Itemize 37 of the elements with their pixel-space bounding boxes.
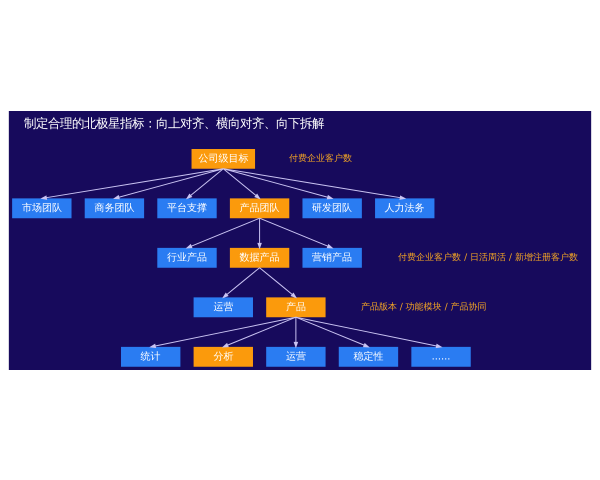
arrow — [186, 217, 260, 248]
arrow — [222, 168, 334, 199]
node-box: 产品团队 — [230, 198, 290, 218]
node-box: 稳定性 — [338, 346, 398, 366]
node-box: 运营 — [266, 346, 326, 366]
node-box: 产品 — [266, 296, 326, 317]
arrow — [40, 168, 224, 200]
node-box: 市场团队 — [12, 198, 72, 218]
node-box: 平台支撑 — [157, 198, 217, 218]
label: 产品版本 / 功能模块 / 产品协同 — [360, 302, 487, 312]
arrow — [149, 316, 296, 348]
arrow — [259, 266, 298, 298]
node-box: 商务团队 — [84, 198, 144, 218]
label: 付费企业客户数 — [289, 154, 352, 164]
node-box: 公司级目标 — [192, 148, 256, 168]
node-box: 行业产品 — [157, 247, 217, 268]
arrow — [222, 266, 260, 298]
label: 付费企业客户数 / 日活周活 / 新增注册客户数 — [398, 252, 578, 263]
node-box: 人力法务 — [375, 198, 434, 218]
node-box: 研发团队 — [302, 198, 362, 218]
arrow — [294, 316, 298, 348]
node-box: ...... — [411, 346, 471, 366]
arrow — [257, 217, 262, 249]
diagram-title: 制定合理的北极星指标：向上对齐、横向对齐、向下拆解 — [24, 116, 324, 130]
arrow — [222, 168, 406, 200]
arrow — [295, 316, 370, 347]
node-box: 营销产品 — [302, 247, 362, 268]
node-box: 数据产品 — [230, 247, 290, 268]
node-box: 运营 — [194, 296, 253, 317]
node-box: 分析 — [194, 346, 253, 366]
arrow — [295, 316, 443, 348]
arrow — [259, 217, 334, 248]
node-box: 统计 — [121, 346, 180, 366]
arrow — [112, 168, 224, 199]
arrow — [222, 168, 261, 199]
arrow — [186, 168, 224, 199]
arrow — [222, 316, 296, 347]
